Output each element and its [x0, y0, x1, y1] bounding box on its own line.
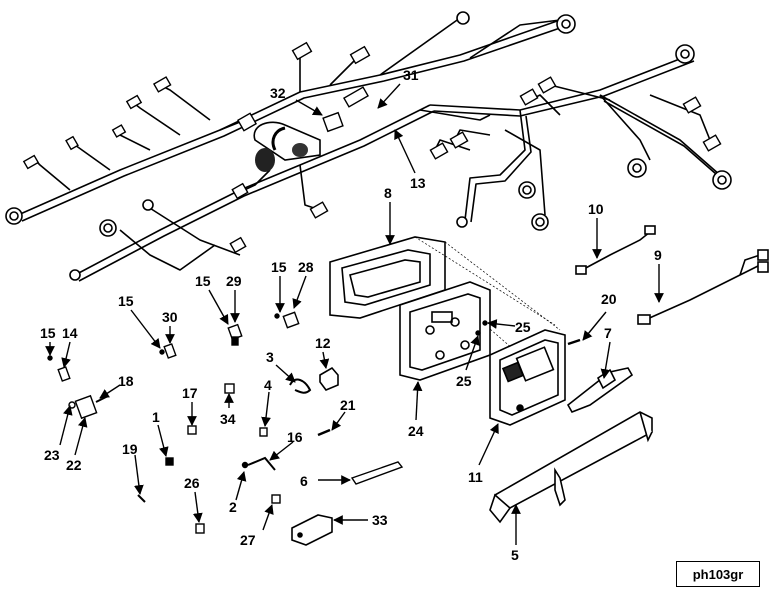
small-parts: [47, 311, 581, 534]
ecm-module-11: [489, 329, 566, 426]
connector-cap-12: [319, 366, 339, 391]
callout-20: 20: [601, 291, 617, 307]
bracket-7: [566, 367, 634, 413]
heater-connector-cluster: [253, 121, 321, 172]
callout-21: 21: [340, 397, 356, 413]
callout-13: 13: [410, 175, 426, 191]
harness-connectors: [22, 41, 722, 254]
callout-15c: 15: [118, 293, 134, 309]
callout-25a: 25: [515, 319, 531, 335]
callout-27: 27: [240, 532, 256, 548]
callout-1: 1: [152, 409, 160, 425]
callout-16: 16: [287, 429, 303, 445]
callout-14: 14: [62, 325, 78, 341]
callout-24: 24: [408, 423, 424, 439]
callout-2: 2: [229, 499, 237, 515]
callout-19: 19: [122, 441, 138, 457]
support-bracket-5: [489, 411, 653, 524]
callout-26: 26: [184, 475, 200, 491]
callout-11: 11: [468, 469, 483, 485]
callout-29: 29: [226, 273, 242, 289]
figure-id-label: ph103gr: [692, 566, 744, 582]
jumper-harness-10: [575, 225, 656, 275]
callout-22: 22: [66, 457, 82, 473]
leader-lines: [45, 83, 664, 545]
figure-id-box: ph103gr: [676, 561, 760, 587]
callout-32: 32: [270, 85, 286, 101]
callout-33: 33: [372, 512, 388, 528]
mounting-plate-24: [399, 281, 491, 381]
clip-3: [289, 378, 312, 394]
callout-3: 3: [266, 349, 274, 365]
callout-10: 10: [588, 201, 604, 217]
callout-25b: 25: [456, 373, 472, 389]
callout-31: 31: [403, 67, 419, 83]
callout-6: 6: [300, 473, 308, 489]
callout-12: 12: [315, 335, 331, 351]
callout-15a: 15: [195, 273, 211, 289]
callout-34: 34: [220, 411, 236, 427]
callout-numbers: 31 32 13 8 10 9 15 29 15 28 15 30 15 14 …: [40, 67, 662, 563]
round-connectors: [5, 11, 732, 281]
callout-8: 8: [384, 185, 392, 201]
cover-plate-8: [329, 236, 446, 319]
callout-17: 17: [182, 385, 198, 401]
callout-15b: 15: [271, 259, 287, 275]
callout-30: 30: [162, 309, 178, 325]
callout-15d: 15: [40, 325, 56, 341]
strap-6: [350, 461, 404, 485]
wiring-harness: [17, 17, 725, 282]
cover-33: [291, 514, 333, 546]
jumper-harness-9: [637, 249, 769, 325]
callout-23: 23: [44, 447, 60, 463]
callout-28: 28: [298, 259, 314, 275]
callout-9: 9: [654, 247, 662, 263]
callout-7: 7: [604, 325, 612, 341]
callout-4: 4: [264, 377, 272, 393]
callout-18: 18: [118, 373, 134, 389]
callout-5: 5: [511, 547, 519, 563]
